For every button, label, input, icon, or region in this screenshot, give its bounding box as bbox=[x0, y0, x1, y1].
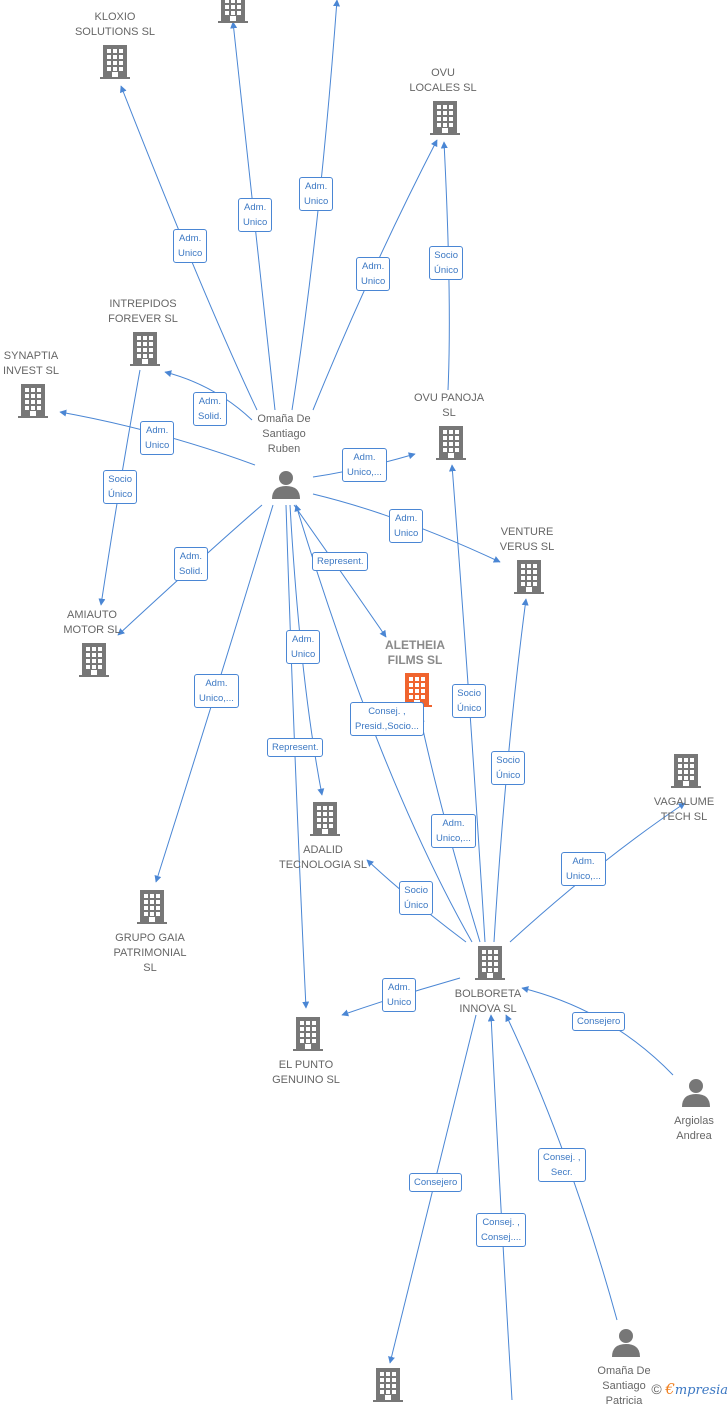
node-label-argiolas[interactable]: Argiolas Andrea bbox=[634, 1114, 728, 1144]
edge-label[interactable]: Adm. Unico bbox=[238, 198, 273, 232]
edge-line-23 bbox=[388, 1014, 477, 1364]
building-icon[interactable] bbox=[430, 101, 460, 140]
building-icon[interactable] bbox=[514, 560, 544, 599]
node-label-gaia[interactable]: GRUPO GAIA PATRIMONIAL SL bbox=[90, 931, 210, 976]
edge-label[interactable]: Adm. Unico bbox=[299, 177, 334, 211]
edge-label[interactable]: Adm. Solid. bbox=[174, 547, 208, 581]
edge-line-1 bbox=[230, 21, 276, 411]
building-icon[interactable] bbox=[671, 754, 701, 793]
edge-label[interactable]: Adm. Unico bbox=[382, 978, 417, 1012]
person-icon[interactable] bbox=[271, 469, 301, 504]
node-name: KLOXIO SOLUTIONS SL bbox=[74, 11, 156, 38]
node-label-amiauto[interactable]: AMIAUTO MOTOR SL bbox=[32, 608, 152, 638]
brand-logo-letter: € bbox=[665, 1380, 675, 1398]
node-name: EL PUNTO GENUINO SL bbox=[272, 1059, 340, 1086]
building-icon[interactable] bbox=[475, 946, 505, 985]
node-label-ovu-locales[interactable]: OVU LOCALES SL bbox=[383, 66, 503, 96]
brand-watermark: © €mpresia bbox=[647, 1380, 728, 1400]
edge-label[interactable]: Socio Único bbox=[491, 751, 526, 785]
node-name: ADALID TECNOLOGIA SL bbox=[278, 844, 368, 871]
edge-label[interactable]: Adm. Unico,... bbox=[342, 448, 387, 482]
building-icon[interactable] bbox=[373, 1368, 403, 1407]
building-icon[interactable] bbox=[18, 384, 48, 423]
edge-label[interactable]: Adm. Unico,... bbox=[561, 852, 606, 886]
edge-line-4 bbox=[440, 141, 450, 391]
brand-logo-text: mpresia bbox=[674, 1383, 728, 1398]
edge-label[interactable]: Consej. , Presid.,Socio... bbox=[350, 702, 424, 736]
edge-label[interactable]: Adm. Unico bbox=[356, 257, 391, 291]
node-name: VAGALUME TECH SL bbox=[653, 796, 715, 823]
edge-label[interactable]: Represent. bbox=[267, 738, 324, 757]
edge-line-12 bbox=[289, 504, 325, 796]
node-label-bolboreta[interactable]: BOLBORETA INNOVA SL bbox=[428, 987, 548, 1017]
building-icon[interactable] bbox=[100, 45, 130, 84]
edge-line-5 bbox=[164, 370, 253, 421]
edge-label[interactable]: Consej. , Consej.... bbox=[476, 1213, 527, 1247]
node-name: BOLBORETA INNOVA SL bbox=[454, 988, 522, 1015]
edge-line-14 bbox=[285, 504, 310, 1009]
node-name: INTREPIDOS FOREVER SL bbox=[108, 298, 178, 325]
edge-label[interactable]: Consejero bbox=[409, 1173, 463, 1192]
node-label-ruben[interactable]: Omaña De Santiago Ruben bbox=[224, 412, 344, 457]
edge-label[interactable]: Socio Único bbox=[429, 246, 464, 280]
node-name: AMIAUTO MOTOR SL bbox=[63, 609, 121, 636]
edge-label[interactable]: Socio Único bbox=[103, 470, 138, 504]
node-label-el-punto[interactable]: EL PUNTO GENUINO SL bbox=[246, 1058, 366, 1088]
edge-label[interactable]: Adm. Unico,... bbox=[194, 674, 239, 708]
building-icon[interactable] bbox=[137, 890, 167, 929]
edge-label[interactable]: Socio Único bbox=[399, 881, 434, 915]
node-name: SYNAPTIA INVEST SL bbox=[2, 350, 60, 377]
edge-label[interactable]: Represent. bbox=[312, 552, 369, 571]
node-name: ALETHEIA FILMS SL bbox=[385, 638, 445, 667]
node-name: Argiolas Andrea bbox=[674, 1115, 714, 1142]
edge-label[interactable]: Adm. Unico bbox=[286, 630, 321, 664]
edge-label[interactable]: Consej. , Secr. bbox=[538, 1148, 586, 1182]
node-label-ovu-panoja[interactable]: OVU PANOJA SL bbox=[389, 391, 509, 421]
building-icon[interactable] bbox=[79, 643, 109, 682]
building-icon[interactable] bbox=[293, 1017, 323, 1056]
edge-line-0 bbox=[120, 85, 258, 411]
edge-label[interactable]: Adm. Unico,... bbox=[431, 814, 476, 848]
edge-line-24 bbox=[487, 1014, 513, 1400]
edge-label[interactable]: Socio Único bbox=[452, 684, 487, 718]
node-label-venture[interactable]: VENTURE VERUS SL bbox=[467, 525, 587, 555]
edge-label[interactable]: Adm. Unico bbox=[389, 509, 424, 543]
node-name: VENTURE VERUS SL bbox=[499, 526, 555, 553]
node-name: Omaña De Santiago Ruben bbox=[257, 413, 311, 455]
edge-line-2 bbox=[291, 0, 341, 411]
node-label-synaptia[interactable]: SYNAPTIA INVEST SL bbox=[0, 349, 91, 379]
building-icon[interactable] bbox=[310, 802, 340, 841]
edge-label[interactable]: Consejero bbox=[572, 1012, 626, 1031]
node-label-aletheia[interactable]: ALETHEIA FILMS SL bbox=[355, 638, 475, 668]
building-icon[interactable] bbox=[436, 426, 466, 465]
building-icon[interactable] bbox=[130, 332, 160, 371]
edge-label[interactable]: Adm. Unico bbox=[173, 229, 208, 263]
node-label-vagalume[interactable]: VAGALUME TECH SL bbox=[624, 795, 728, 825]
edge-label[interactable]: Adm. Solid. bbox=[193, 392, 227, 426]
node-label-adalid[interactable]: ADALID TECNOLOGIA SL bbox=[263, 843, 383, 873]
edge-label[interactable]: Adm. Unico bbox=[140, 421, 175, 455]
building-icon[interactable] bbox=[402, 673, 432, 712]
node-name: OVU PANOJA SL bbox=[413, 392, 485, 419]
node-label-kloxio[interactable]: KLOXIO SOLUTIONS SL bbox=[55, 10, 175, 40]
copyright-symbol: © bbox=[651, 1381, 662, 1397]
edge-line-11 bbox=[293, 504, 387, 638]
node-label-intrepidos[interactable]: INTREPIDOS FOREVER SL bbox=[83, 297, 203, 327]
node-name: OVU LOCALES SL bbox=[409, 67, 477, 94]
person-icon[interactable] bbox=[611, 1327, 641, 1362]
node-name: GRUPO GAIA PATRIMONIAL SL bbox=[113, 932, 187, 974]
person-icon[interactable] bbox=[681, 1077, 711, 1112]
building-icon[interactable] bbox=[218, 0, 248, 28]
edge-line-18 bbox=[294, 504, 473, 943]
